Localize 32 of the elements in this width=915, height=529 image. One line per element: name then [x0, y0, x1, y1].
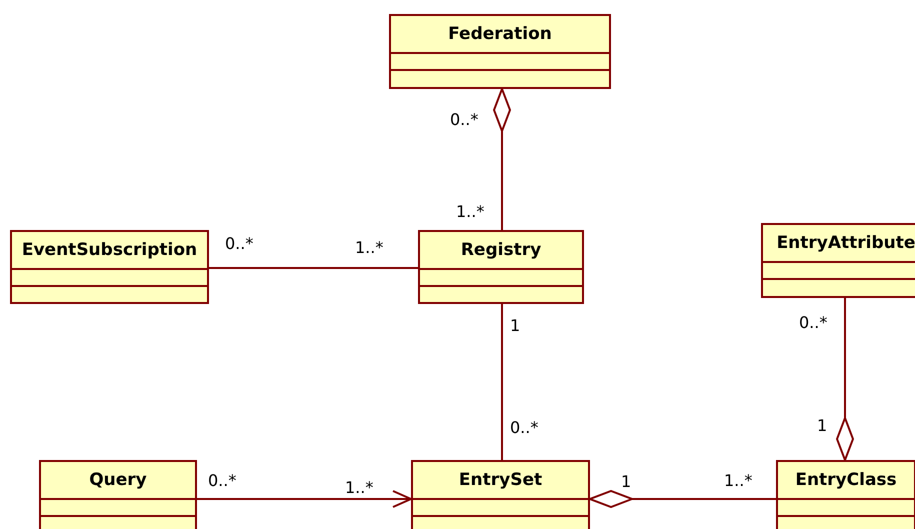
aggregation-line: [493, 88, 511, 230]
class-box: [411, 460, 590, 529]
multiplicity-label: 1: [621, 472, 632, 491]
association-line: [501, 304, 503, 460]
arrow: [197, 490, 412, 508]
multiplicity-label: 1..*: [355, 238, 384, 257]
multiplicity-label: 0..*: [799, 313, 828, 332]
aggregation-line: [589, 490, 776, 508]
class-name: Registry: [460, 240, 542, 260]
class-box: [39, 460, 197, 529]
aggregation-line: [836, 298, 854, 461]
multiplicity-label: 1..*: [345, 478, 374, 497]
multiplicity-label: 1..*: [724, 471, 752, 490]
class-name: EventSubscription: [22, 240, 198, 260]
multiplicity-label: 0..*: [225, 234, 254, 253]
class-name: EntryClass: [795, 470, 897, 490]
class-name: Query: [89, 470, 147, 490]
multiplicity-label: 1..*: [456, 202, 484, 221]
class-box: [418, 230, 584, 304]
multiplicity-label: 1: [817, 416, 828, 435]
multiplicity-label: 0..*: [510, 418, 538, 437]
class-box: [776, 460, 915, 529]
multiplicity-label: 0..*: [208, 471, 236, 490]
class-name: EntryAttribute: [776, 233, 915, 253]
multiplicity-label: 1: [510, 316, 520, 335]
class-box: [10, 230, 209, 304]
class-box: [761, 223, 915, 298]
multiplicity-label: 0..*: [450, 110, 478, 129]
class-name: EntrySet: [458, 470, 542, 490]
class-name: Federation: [448, 24, 552, 44]
class-box: [389, 14, 611, 89]
association-line: [209, 267, 418, 269]
